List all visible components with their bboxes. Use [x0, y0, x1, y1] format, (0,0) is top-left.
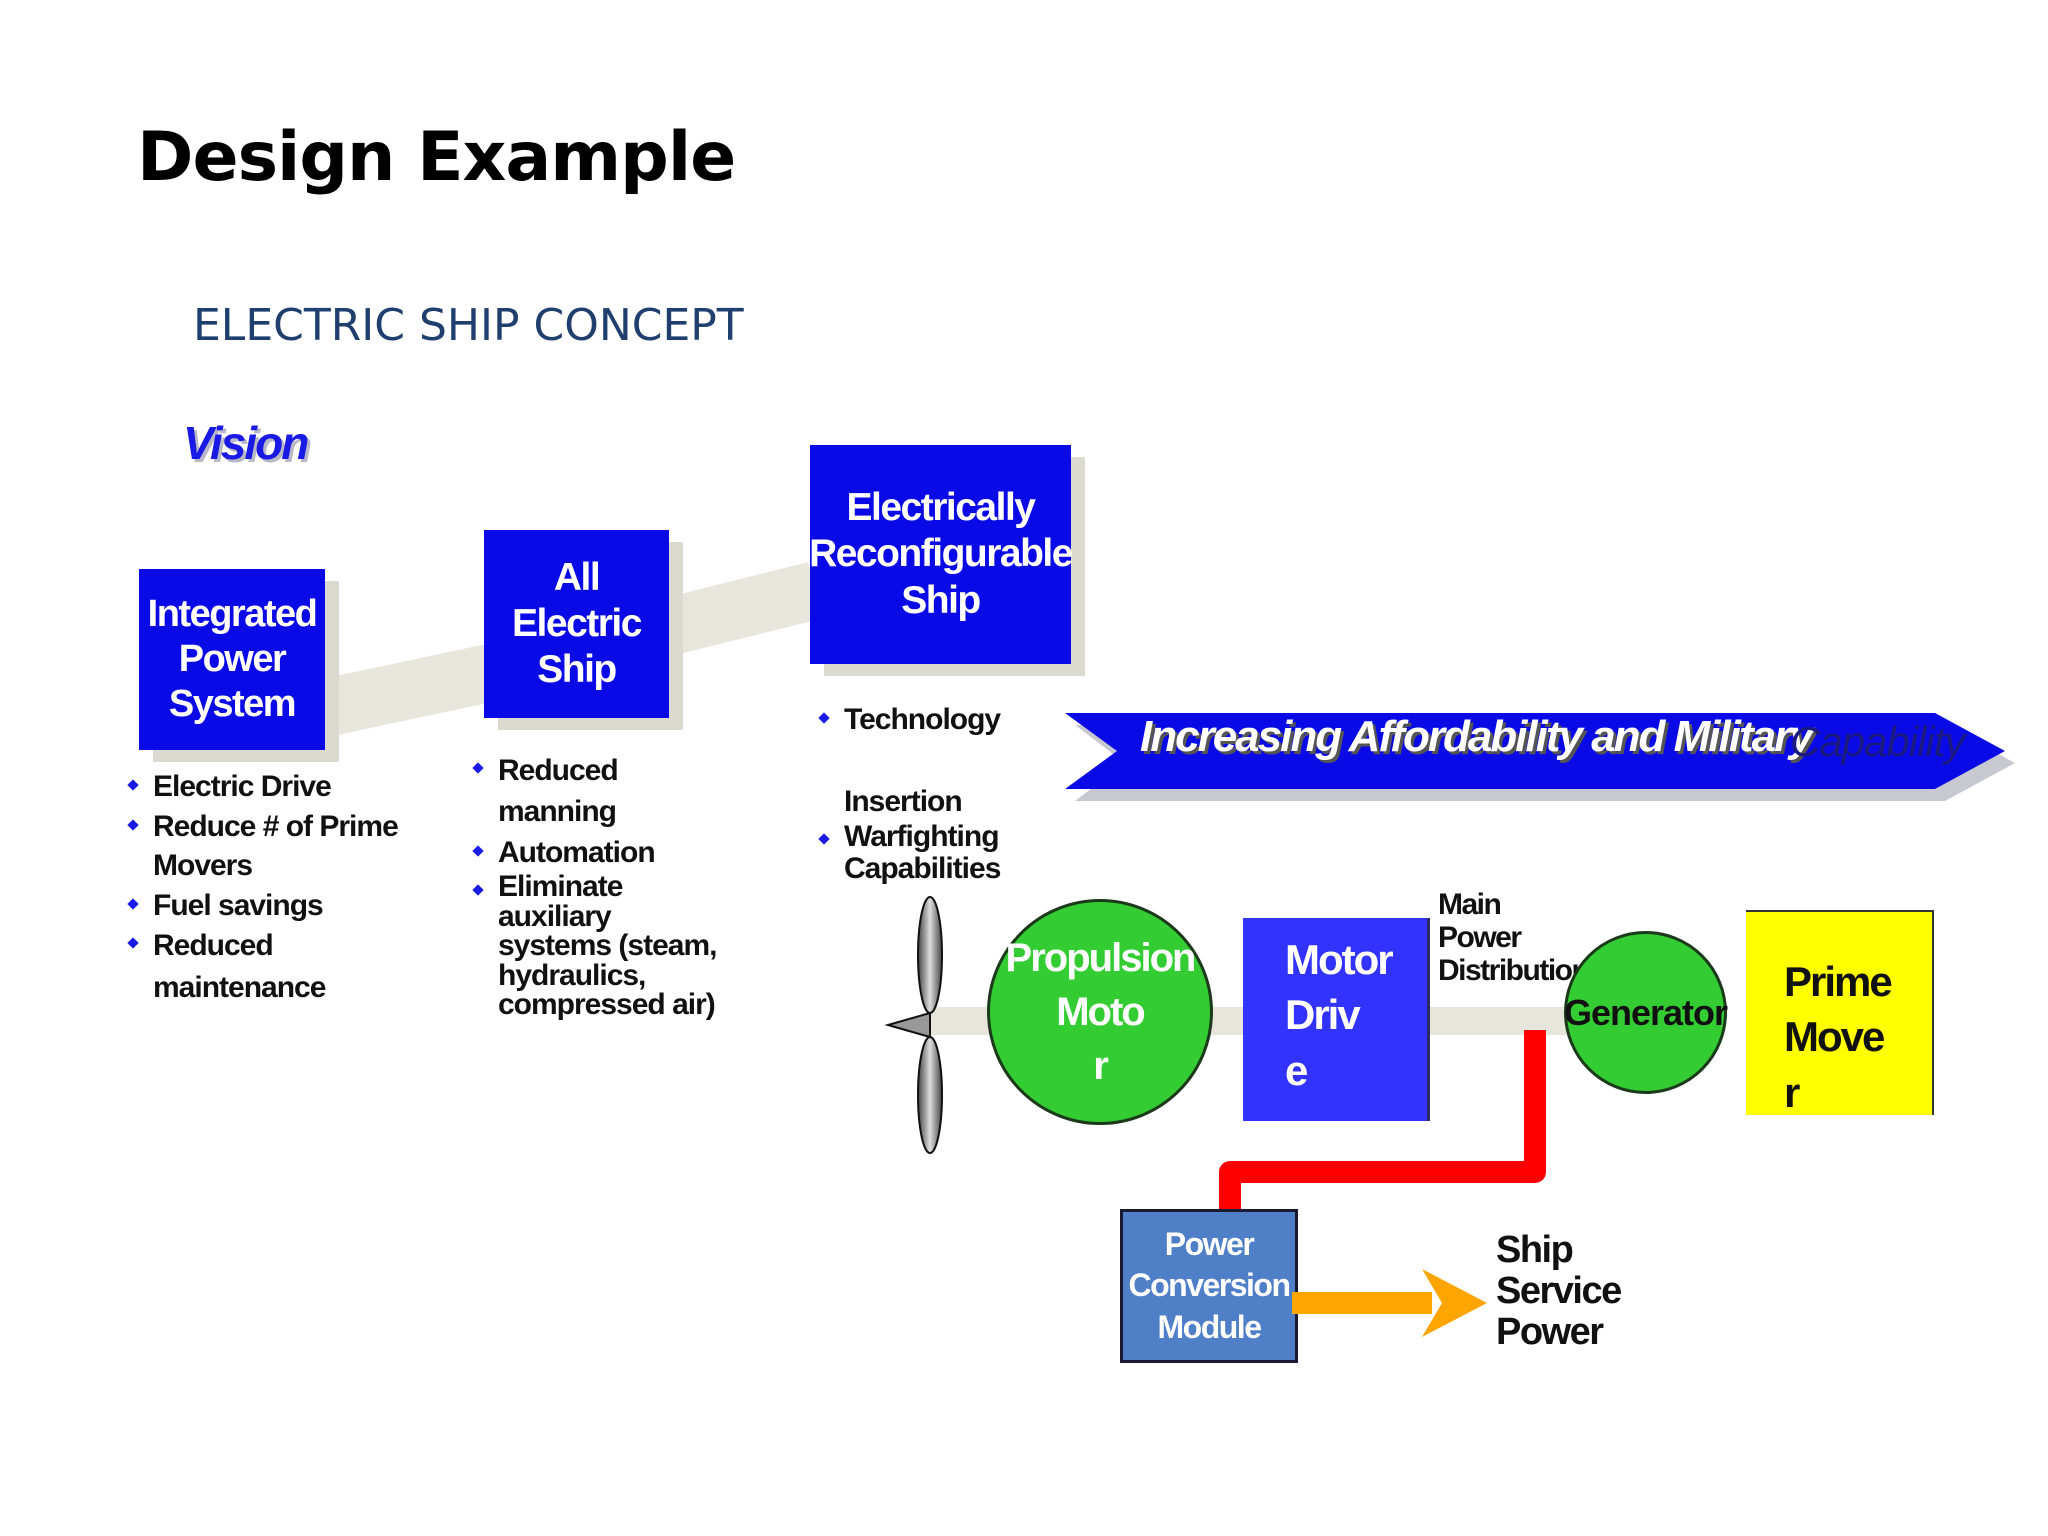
propeller-icon — [884, 896, 943, 1154]
propulsion-motor: Propulsion Moto r — [987, 899, 1213, 1125]
slide-title: Design Example — [137, 118, 736, 197]
affordability-banner-arrow — [1065, 713, 2015, 801]
stage-integrated-power-system: Integrated Power System — [139, 569, 325, 750]
bullet-item: Fuel savings — [127, 886, 457, 926]
stage2-bullets: Reduced manning Automation Eliminate aux… — [472, 750, 772, 1019]
stage1-bullets: Electric Drive Reduce # of Prime Movers … — [127, 767, 457, 1008]
bullet-item: Reduced manning — [472, 750, 772, 833]
main-power-distribution-label: Main Power Distribution — [1438, 888, 1590, 987]
bullet-item: Reduced maintenance — [127, 925, 457, 1008]
prime-mover-label: Prime Move r — [1784, 958, 1893, 1116]
bullet-item: Reduce # of Prime Movers — [127, 807, 457, 886]
distribution-line — [1219, 1030, 1546, 1220]
ship-service-arrow — [1292, 1269, 1487, 1337]
stage-all-electric-ship: All Electric Ship — [484, 530, 669, 718]
stage-ribbon-1 — [313, 643, 503, 738]
bullet-item: Technology — [818, 700, 1118, 740]
propulsion-motor-label: Propulsion Moto r — [1005, 936, 1197, 1088]
generator-label: Generator — [1563, 991, 1728, 1033]
power-conversion-module: Power Conversion Module — [1120, 1209, 1298, 1363]
stage3-bullets: Technology Insertion Warfighting Capabil… — [818, 700, 1118, 884]
bullet-item: Warfighting Capabilities — [818, 821, 1118, 884]
stage-ribbon-2 — [652, 562, 823, 658]
banner-text: Increasing Affordability and Military — [1140, 712, 1814, 761]
bullet-item: Electric Drive — [127, 767, 457, 807]
slide-subtitle: ELECTRIC SHIP CONCEPT — [193, 300, 744, 351]
stage-electrically-reconfigurable-ship: Electrically Reconfigurable Ship — [809, 445, 1073, 664]
vision-label: Vision — [183, 417, 309, 469]
motor-drive: Motor Driv e — [1243, 918, 1430, 1121]
bullet-item: Automation — [472, 833, 772, 873]
motor-drive-label: Motor Driv e — [1285, 936, 1394, 1094]
ship-service-power-label: Ship Service Power — [1496, 1229, 1622, 1354]
banner-text-tail: Capability — [1790, 718, 1965, 765]
power-conversion-module-label: Power Conversion Module — [1128, 1225, 1291, 1345]
bullet-continuation: Insertion — [844, 784, 963, 818]
generator: Generator — [1563, 931, 1728, 1094]
bullet-item: Eliminate auxiliary systems (steam, hydr… — [472, 872, 772, 1020]
prime-mover: Prime Move r — [1746, 910, 1934, 1116]
